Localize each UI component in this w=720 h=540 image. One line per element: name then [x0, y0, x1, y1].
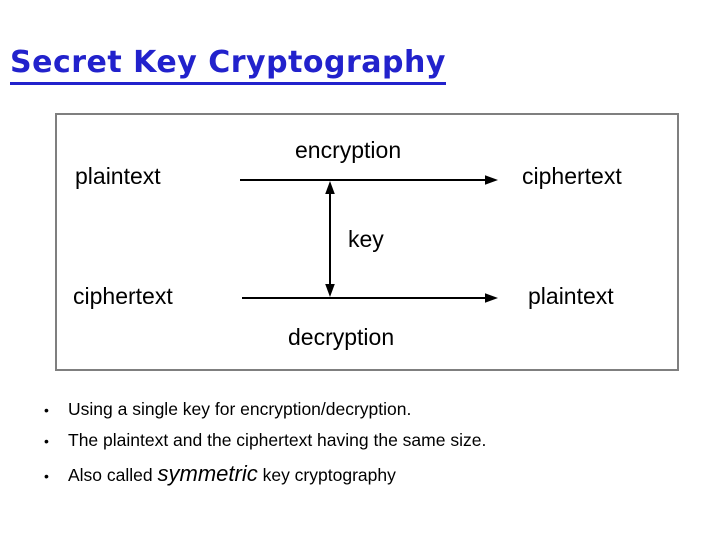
bullet-text-3-prefix: Also called — [68, 465, 158, 485]
label-ciphertext-top: ciphertext — [522, 163, 622, 189]
page-title-text: Secret Key Cryptography — [10, 46, 446, 86]
bullet-marker: • — [44, 468, 49, 484]
bullet-list: • Using a single key for encryption/decr… — [44, 394, 684, 491]
bullet-item-2: • The plaintext and the ciphertext havin… — [44, 425, 684, 456]
page-title: Secret Key Cryptography — [10, 46, 446, 86]
label-encryption: encryption — [295, 137, 402, 163]
bullet-marker: • — [44, 402, 49, 418]
label-ciphertext-bottom: ciphertext — [73, 283, 173, 309]
bullet-item-1: • Using a single key for encryption/decr… — [44, 394, 684, 425]
crypto-diagram-box — [55, 113, 679, 371]
label-plaintext-top: plaintext — [75, 163, 161, 189]
bullet-text-2: The plaintext and the ciphertext having … — [68, 430, 487, 450]
bullet-item-3: • Also called symmetric key cryptography — [44, 459, 684, 491]
bullet-text-1: Using a single key for encryption/decryp… — [68, 399, 412, 419]
diagram-arrows — [240, 175, 498, 303]
key-double-arrow — [325, 181, 335, 297]
label-decryption: decryption — [288, 324, 395, 350]
encryption-arrow — [240, 175, 498, 185]
bullet-text-3: Also called symmetric key cryptography — [68, 459, 396, 490]
bullet-text-3-suffix: key cryptography — [257, 465, 396, 485]
bullet-marker: • — [44, 433, 49, 449]
decryption-arrow — [242, 293, 498, 303]
label-key: key — [348, 226, 384, 252]
bullet-text-3-emphasis: symmetric — [157, 461, 258, 486]
label-plaintext-bottom: plaintext — [528, 283, 614, 309]
